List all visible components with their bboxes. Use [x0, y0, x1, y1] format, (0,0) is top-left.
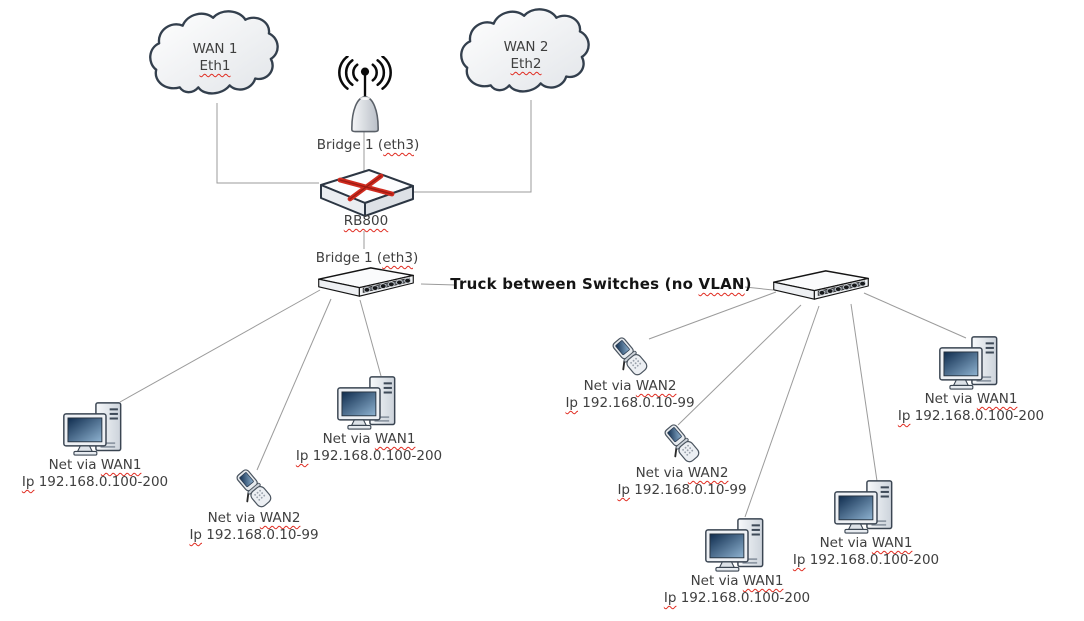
device-node-phone[interactable]: Net via WAN2 Ip 192.168.0.10-99: [587, 422, 777, 499]
device-node-phone[interactable]: Net via WAN2 Ip 192.168.0.10-99: [159, 467, 349, 544]
right-switch-node[interactable]: [769, 268, 873, 308]
flip-phone-icon: [229, 467, 274, 510]
flip-phone-icon: [657, 422, 702, 465]
device-node-computer[interactable]: Net via WAN1 Ip 192.168.0.100-200: [274, 374, 464, 465]
desktop-computer-icon: [337, 376, 396, 430]
wan2-cloud-label: WAN 2 Eth2: [503, 39, 549, 72]
router-rb800-node[interactable]: [317, 167, 417, 223]
router-x-mark: [337, 173, 395, 202]
device-ip-label: Ip 192.168.0.10-99: [189, 527, 319, 543]
desktop-computer-icon: [705, 518, 764, 572]
connection-line: [744, 305, 820, 518]
device-node-computer[interactable]: Net via WAN1 Ip 192.168.0.100-200: [0, 400, 190, 491]
device-net-label: Net via WAN1: [819, 535, 913, 551]
device-ip-label: Ip 192.168.0.10-99: [617, 482, 747, 498]
connection-line: [744, 286, 774, 291]
wireless-bridge-label: Bridge 1 (eth3): [316, 137, 420, 153]
lan-bridge-label: Bridge 1 (eth3): [315, 250, 419, 266]
device-ip-label: Ip 192.168.0.100-200: [21, 474, 169, 490]
connection-line: [216, 103, 319, 184]
wireless-antenna-icon: [338, 55, 392, 133]
device-node-computer[interactable]: Net via WAN1 Ip 192.168.0.100-200: [642, 516, 832, 607]
wan1-cloud-node[interactable]: WAN 1 Eth1: [146, 7, 284, 105]
device-net-label: Net via WAN2: [207, 510, 301, 526]
wan2-cloud-node[interactable]: WAN 2 Eth2: [457, 5, 595, 103]
device-node-phone[interactable]: Net via WAN2 Ip 192.168.0.10-99: [535, 335, 725, 412]
connection-line: [648, 291, 777, 340]
device-net-label: Net via WAN1: [48, 457, 142, 473]
device-net-label: Net via WAN1: [690, 573, 784, 589]
device-ip-label: Ip 192.168.0.100-200: [897, 408, 1045, 424]
desktop-computer-icon: [63, 402, 122, 456]
connection-line: [677, 304, 802, 426]
connection-line: [420, 283, 457, 286]
router-box-icon: [320, 169, 414, 217]
device-net-label: Net via WAN2: [583, 378, 677, 394]
left-switch-node[interactable]: [314, 265, 418, 305]
device-ip-label: Ip 192.168.0.100-200: [295, 448, 443, 464]
connection-line: [119, 289, 321, 403]
device-ip-label: Ip 192.168.0.100-200: [792, 552, 940, 568]
router-label: RB800: [343, 213, 389, 229]
device-ip-label: Ip 192.168.0.100-200: [663, 590, 811, 606]
connection-line: [359, 299, 382, 377]
trunk-label: Truck between Switches (no VLAN): [450, 275, 752, 293]
device-net-label: Net via WAN1: [924, 391, 1018, 407]
device-ip-label: Ip 192.168.0.10-99: [565, 395, 695, 411]
wireless-bridge-node[interactable]: [333, 55, 397, 138]
connection-line: [256, 298, 332, 471]
ethernet-switch-icon: [318, 267, 414, 297]
connection-line: [414, 100, 532, 193]
wan1-cloud-label: WAN 1 Eth1: [192, 41, 238, 74]
flip-phone-icon: [605, 335, 650, 378]
device-node-computer[interactable]: Net via WAN1 Ip 192.168.0.100-200: [876, 334, 1066, 425]
connection-line: [850, 303, 878, 482]
device-net-label: Net via WAN2: [635, 465, 729, 481]
device-node-computer[interactable]: Net via WAN1 Ip 192.168.0.100-200: [771, 478, 961, 569]
desktop-computer-icon: [939, 336, 998, 390]
ethernet-switch-icon: [773, 270, 869, 300]
device-net-label: Net via WAN1: [322, 431, 416, 447]
connection-line: [863, 292, 967, 339]
desktop-computer-icon: [834, 480, 893, 534]
